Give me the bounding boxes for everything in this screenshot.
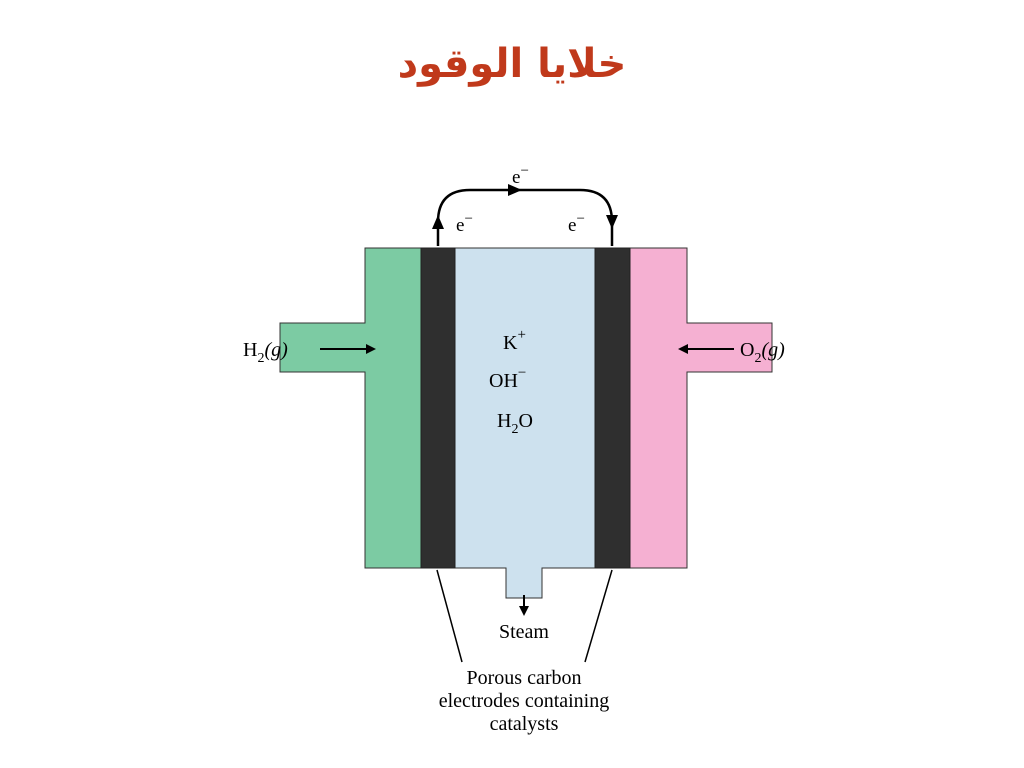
steam-label: Steam	[499, 621, 549, 643]
electron-flow-arrowhead-up	[432, 215, 444, 229]
ion-potassium: K+	[503, 327, 526, 354]
leader-line-right	[584, 569, 613, 663]
electron-label-left: e−	[456, 211, 473, 236]
ion-hydroxide: OH−	[489, 365, 526, 392]
electrode-caption-line3: catalysts	[490, 713, 559, 735]
electron-label-top: e−	[512, 163, 529, 188]
water-label: H2O	[497, 410, 533, 437]
anode-electrode	[420, 247, 456, 569]
electron-flow-arrowhead-down	[606, 215, 618, 229]
electron-label-right: e−	[568, 211, 585, 236]
leader-line-left	[436, 569, 463, 663]
anode-chamber	[279, 247, 422, 569]
oxygen-input-label: O2(g)	[740, 339, 785, 366]
electron-flow-arrow	[436, 188, 614, 246]
cathode-electrode	[594, 247, 631, 569]
slide-title: خلايا الوقود	[397, 41, 627, 87]
hydrogen-input-label: H2(g)	[243, 339, 288, 366]
electrode-caption-line1: Porous carbon	[467, 667, 582, 689]
electron-flow-arrowhead-right	[508, 184, 522, 196]
cathode-chamber	[629, 247, 773, 569]
electrode-caption-line2: electrodes containing	[439, 690, 610, 712]
